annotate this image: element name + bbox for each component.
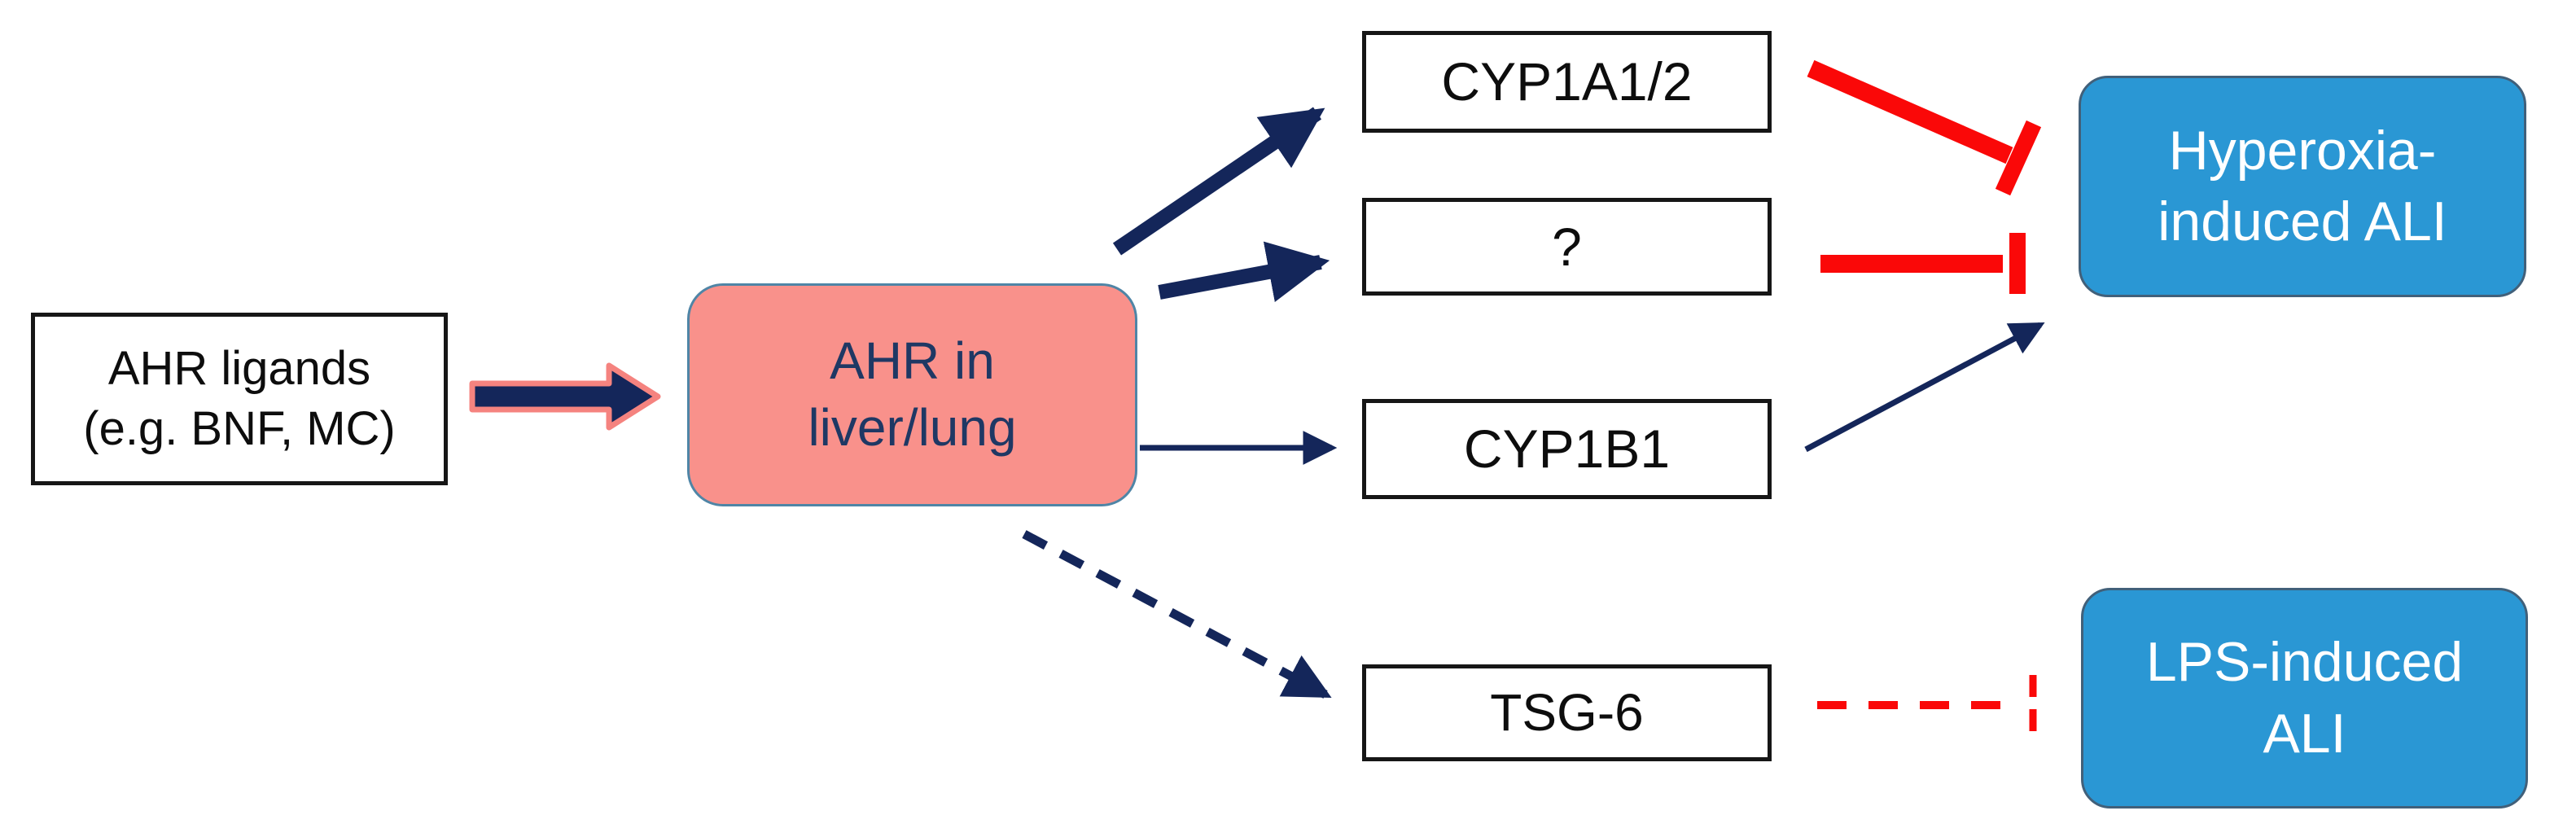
edge-ahr-to-unknown-arrow	[1158, 241, 1330, 302]
node-ahr-liver-lung: AHR in liver/lung	[687, 283, 1137, 506]
node-ahr-ligands-line2: (e.g. BNF, MC)	[83, 402, 396, 455]
node-ahr-line2: liver/lung	[808, 398, 1017, 457]
node-lps-line2: ALI	[2263, 702, 2346, 765]
node-hyperoxia-line2: induced ALI	[2158, 191, 2447, 252]
node-ahr-line1: AHR in	[830, 331, 995, 391]
edge-ahr-to-cyp1a12-arrow	[1112, 107, 1325, 256]
edge-ligands-to-ahr-block-arrow	[469, 362, 661, 431]
node-ahr-ligands: AHR ligands (e.g. BNF, MC)	[31, 313, 448, 485]
node-lps-induced-ali: LPS-induced ALI	[2081, 588, 2528, 809]
node-lps-line1: LPS-induced	[2145, 631, 2464, 694]
edge-ahr-to-tsg6-dashed-arrow	[1022, 530, 1332, 699]
edge-tsg6-inhibits-lps-dashed-tbar	[1817, 675, 2037, 736]
node-cyp1a1-2-label: CYP1A1/2	[1441, 51, 1693, 112]
node-tsg6-label: TSG-6	[1490, 682, 1644, 742]
node-tsg6: TSG-6	[1362, 664, 1772, 761]
edge-cyp1b1-to-hyperoxia-arrow	[1804, 322, 2045, 453]
node-ahr-ligands-line1: AHR ligands	[107, 341, 371, 395]
node-cyp1a1-2: CYP1A1/2	[1362, 31, 1772, 133]
node-hyperoxia-line1: Hyperoxia-	[2168, 119, 2437, 182]
node-unknown-mediator: ?	[1362, 198, 1772, 296]
node-unknown-mediator-label: ?	[1552, 216, 1582, 277]
node-hyperoxia-induced-ali: Hyperoxia- induced ALI	[2079, 76, 2526, 297]
node-cyp1b1-label: CYP1B1	[1463, 418, 1671, 480]
edge-cyp1a12-inhibits-hyperoxia-tbar	[1807, 59, 2042, 196]
node-cyp1b1: CYP1B1	[1362, 399, 1772, 499]
edge-unknown-inhibits-hyperoxia-tbar	[1820, 233, 2026, 294]
